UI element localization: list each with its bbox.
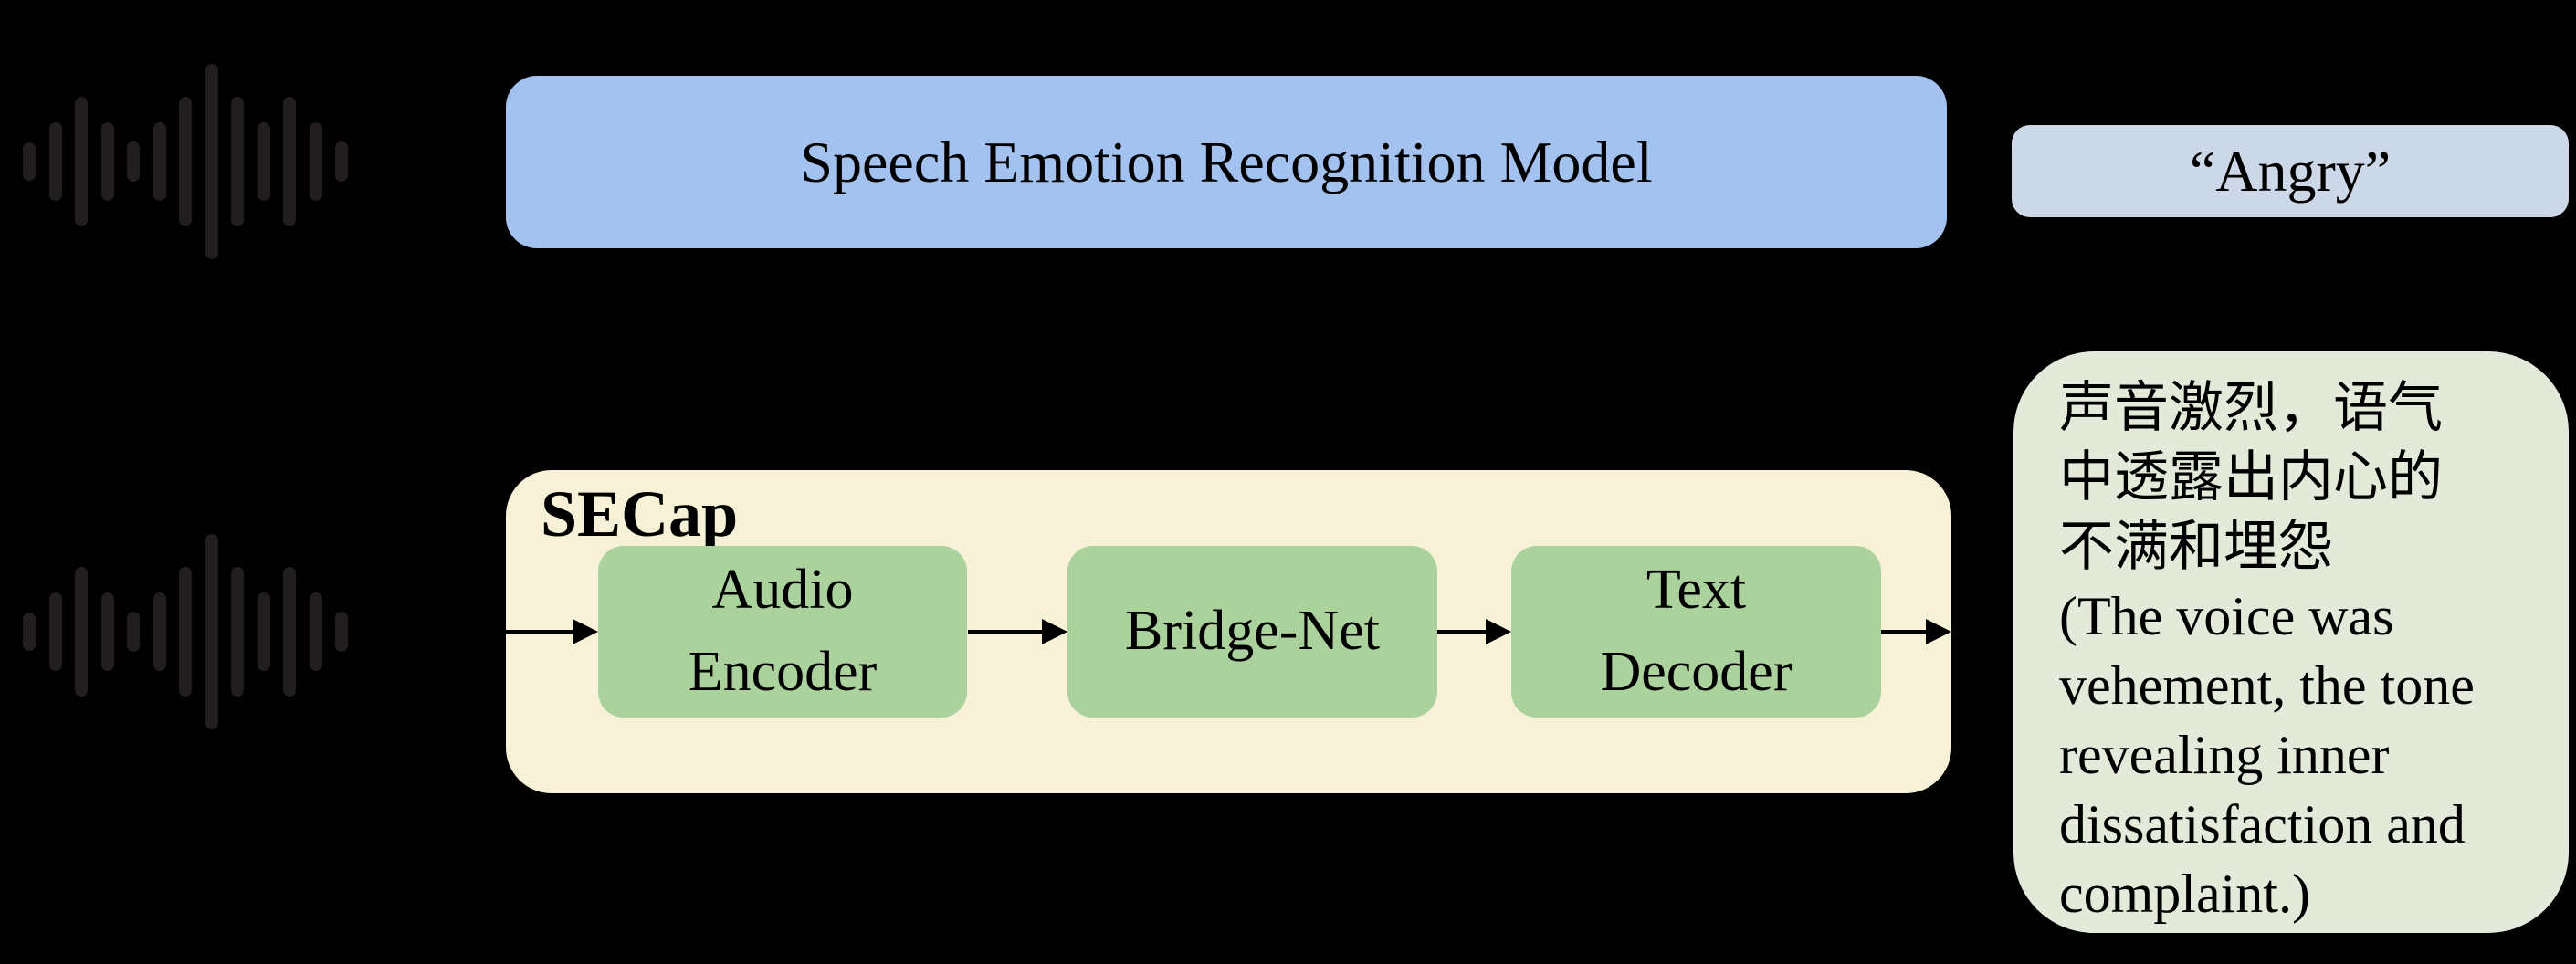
waveform-bar <box>48 122 62 201</box>
arrow-bridge-net-to-text-decoder <box>1437 619 1511 644</box>
waveform-bar <box>75 567 88 697</box>
arrow-secap-to-caption <box>1956 619 2012 644</box>
waveform-bar <box>309 122 322 201</box>
arrow-ser-model-to-output <box>1947 158 2012 183</box>
waveform-bar <box>127 612 140 652</box>
waveform-bar <box>231 567 244 697</box>
waveform-bar <box>100 122 114 201</box>
caption-line: dissatisfaction and <box>2059 794 2466 854</box>
text-decoder-label-line2: Decoder <box>1600 641 1793 703</box>
ser-model-label: Speech Emotion Recognition Model <box>800 129 1653 194</box>
arrow-input-to-audio-encoder <box>384 619 598 644</box>
waveform-bar <box>179 97 192 226</box>
caption-line: revealing inner <box>2059 725 2390 785</box>
waveform-bar <box>127 141 140 182</box>
waveform-bar <box>23 613 36 651</box>
waveform-bar <box>75 97 88 226</box>
caption-line: complaint.) <box>2059 864 2310 924</box>
waveform-bar <box>205 64 218 259</box>
waveform-bar <box>335 612 348 652</box>
waveform-bar <box>231 97 244 226</box>
waveform-bar <box>205 534 218 729</box>
waveform-bar <box>257 592 270 671</box>
secap-framework-label: SECap <box>541 477 739 550</box>
waveform-bar <box>309 592 322 671</box>
text-decoder-label-line1: Text <box>1645 559 1747 622</box>
audio-encoder-label-line2: Encoder <box>688 641 878 703</box>
caption-line: (The voice was <box>2059 586 2394 646</box>
caption-line: vehement, the tone <box>2059 655 2475 716</box>
waveform-bar <box>152 592 166 671</box>
caption-line: 中透露出内心的 <box>2059 447 2443 508</box>
waveform-bar <box>283 567 296 697</box>
audio-encoder-label-line1: Audio <box>711 559 854 622</box>
waveform-bar <box>283 97 296 226</box>
caption-line: 不满和埋怨 <box>2059 517 2333 577</box>
audio-waveform-icon <box>23 534 348 729</box>
text-decoder-box: Text Decoder <box>1511 546 1881 718</box>
ser-model-box: Speech Emotion Recognition Model <box>506 76 1947 248</box>
caption-bubble: 声音激烈，语气 中透露出内心的 不满和埋怨 (The voice was veh… <box>2013 351 2569 933</box>
waveform-bar <box>100 592 114 671</box>
arrow-input-to-ser-model <box>384 149 506 174</box>
arrow-text-decoder-to-output <box>1881 619 1951 644</box>
waveform-bar <box>335 141 348 182</box>
caption-line: 声音激烈，语气 <box>2059 378 2443 438</box>
waveform-bar <box>179 567 192 697</box>
bridge-net-box: Bridge-Net <box>1067 546 1437 718</box>
audio-waveform-icon <box>23 64 348 259</box>
ser-output-box: “Angry” <box>2012 125 2569 217</box>
arrow-audio-encoder-to-bridge-net <box>968 619 1067 644</box>
audio-encoder-box: Audio Encoder <box>598 546 967 718</box>
ser-output-label: “Angry” <box>2189 138 2392 204</box>
waveform-bar <box>152 122 166 201</box>
waveform-bar <box>48 592 62 671</box>
waveform-bar <box>23 142 36 181</box>
waveform-bar <box>257 122 270 201</box>
bridge-net-label: Bridge-Net <box>1125 600 1380 663</box>
